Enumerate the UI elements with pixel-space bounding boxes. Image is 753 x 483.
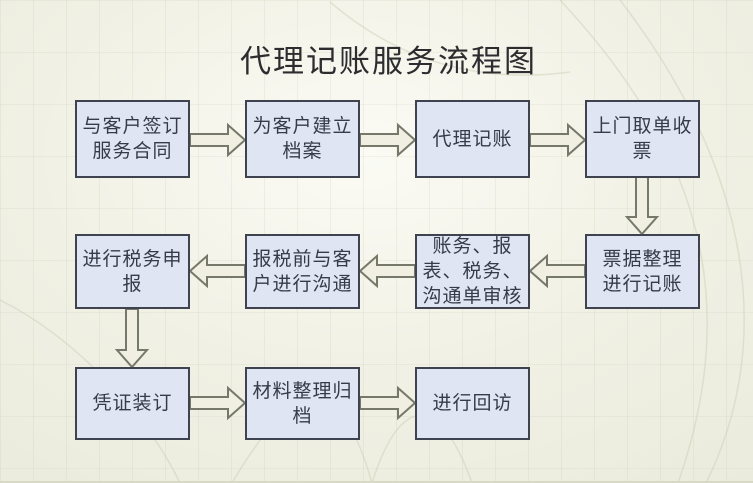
flow-node-tax-declaration: 进行税务申 报 bbox=[75, 234, 190, 309]
page-title: 代理记账服务流程图 bbox=[240, 44, 537, 79]
flow-node-organize-bills: 票据整理 进行记账 bbox=[585, 234, 700, 309]
arrow-right-icon bbox=[359, 122, 417, 158]
flow-node-pickup-receipts: 上门取单收 票 bbox=[585, 100, 700, 178]
flow-node-label: 账务、报 表、税务、 沟通单审核 bbox=[422, 236, 523, 307]
flow-node-label: 上门取单收 票 bbox=[592, 116, 693, 162]
flow-node-label: 材料整理归 档 bbox=[252, 380, 353, 427]
arrow-down-icon bbox=[624, 176, 660, 236]
flow-node-label: 与客户签订 服务合同 bbox=[82, 116, 183, 162]
arrow-right-icon bbox=[189, 122, 247, 158]
flow-node-label: 为客户建立 档案 bbox=[252, 116, 353, 162]
flow-node-label: 凭证装订 bbox=[92, 393, 173, 414]
arrow-right-icon bbox=[359, 385, 417, 421]
flow-node-label: 票据整理 进行记账 bbox=[602, 248, 683, 295]
flow-node-label: 进行回访 bbox=[432, 393, 513, 414]
flow-node-label: 进行税务申 报 bbox=[82, 248, 183, 295]
flow-node-material-filing: 材料整理归 档 bbox=[245, 367, 360, 440]
arrow-down-icon bbox=[114, 308, 150, 369]
flow-node-sign-contract: 与客户签订 服务合同 bbox=[75, 100, 190, 178]
arrow-right-icon bbox=[529, 122, 587, 158]
flow-node-pre-tax-communication: 报税前与客 户进行沟通 bbox=[245, 234, 360, 309]
flow-node-review-audit: 账务、报 表、税务、 沟通单审核 bbox=[415, 234, 530, 309]
arrow-left-icon bbox=[188, 253, 246, 289]
arrow-left-icon bbox=[528, 253, 586, 289]
flow-node-label: 报税前与客 户进行沟通 bbox=[252, 248, 353, 295]
arrow-right-icon bbox=[189, 385, 247, 421]
flow-node-agency-bookkeeping: 代理记账 bbox=[415, 100, 530, 178]
arrow-left-icon bbox=[358, 253, 416, 289]
flow-node-create-archive: 为客户建立 档案 bbox=[245, 100, 360, 178]
flow-node-follow-up-visit: 进行回访 bbox=[415, 367, 530, 440]
flow-node-label: 代理记账 bbox=[432, 128, 513, 150]
flow-node-voucher-binding: 凭证装订 bbox=[75, 367, 190, 440]
